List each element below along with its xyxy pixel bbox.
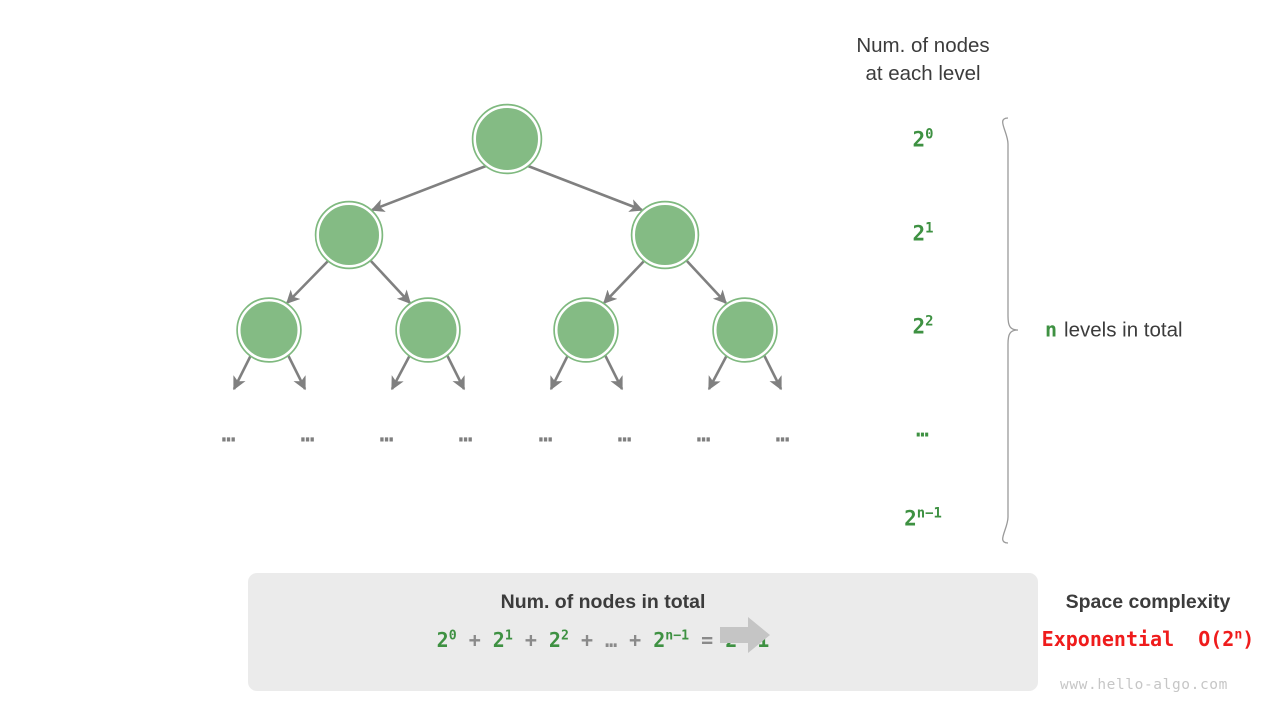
level-count-exponent: 0 <box>925 126 934 143</box>
tree-node <box>315 201 383 269</box>
formula-equals: = <box>701 628 714 653</box>
total-nodes-formula: 20 + 21 + 22 + … + 2n−1 = 2n−1 <box>258 628 948 653</box>
tree-node-root <box>472 104 542 174</box>
heading-line-1: Num. of nodes <box>856 34 990 57</box>
space-complexity-answer: Exponential O(2n) <box>1013 627 1280 652</box>
levels-variable: n <box>1045 317 1058 342</box>
tree-edges-level-1-2 <box>286 259 727 304</box>
formula-plus: + <box>580 628 594 653</box>
leaf-ellipsis: … <box>379 421 395 448</box>
leaf-ellipsis: … <box>617 421 633 448</box>
level-count-label-ellipsis: … <box>843 417 1003 442</box>
tree-nodes <box>236 103 778 363</box>
heading-line-2: at each level <box>865 62 981 86</box>
level-count-exponent: n−1 <box>916 505 942 522</box>
formula-term-4: 2n−1 <box>653 628 690 653</box>
level-count-label-last: 2n−1 <box>843 505 1003 531</box>
tree-edges-level-2-leaves <box>232 354 783 391</box>
level-count-base: … <box>916 417 930 442</box>
level-count-label-2: 22 <box>843 313 1003 339</box>
formula-plus: + <box>629 628 642 653</box>
formula-term-1: 21 <box>492 628 513 653</box>
level-count-exponent: 2 <box>925 313 934 330</box>
total-nodes-section: Num. of nodes in total 20 + 21 + 22 + … … <box>258 591 948 650</box>
level-count-exponent: 1 <box>925 220 934 237</box>
leaf-ellipsis: … <box>775 421 791 448</box>
leaf-ellipsis: … <box>221 421 237 448</box>
complexity-word: Exponential <box>1041 627 1175 652</box>
tree-edges-level-0-1 <box>370 164 644 212</box>
formula-term-0: 20 <box>436 628 457 653</box>
tree-node <box>236 297 302 363</box>
tree-node <box>395 297 461 363</box>
leaf-ellipsis: … <box>458 421 474 448</box>
space-complexity-section: Space complexity Exponential O(2n) <box>1013 591 1280 649</box>
total-nodes-title: Num. of nodes in total <box>500 591 706 613</box>
leaf-ellipsis: … <box>696 421 712 448</box>
complexity-notation: O(2n) <box>1198 627 1255 652</box>
level-count-base: 2 <box>912 314 926 339</box>
levels-brace <box>1002 117 1019 544</box>
formula-plus: + <box>468 628 481 653</box>
level-count-label-0: 20 <box>843 126 1003 152</box>
level-count-base: 2 <box>904 506 917 531</box>
site-watermark: www.hello-algo.com <box>1060 677 1228 693</box>
tree-node <box>553 297 619 363</box>
level-count-base: 2 <box>912 127 926 152</box>
formula-plus: + <box>524 628 537 653</box>
space-complexity-title: Space complexity <box>1065 591 1231 613</box>
level-count-label-1: 21 <box>843 220 1003 246</box>
levels-text: levels in total <box>1064 318 1183 342</box>
formula-term-2: 22 <box>548 628 569 653</box>
level-count-base: 2 <box>912 221 926 246</box>
leaf-ellipsis: … <box>538 421 554 448</box>
right-block-arrow-icon <box>720 617 770 653</box>
leaf-ellipsis: … <box>300 421 316 448</box>
tree-node <box>712 297 778 363</box>
nodes-per-level-heading: Num. of nodes at each level <box>790 32 1056 89</box>
tree-node <box>631 201 699 269</box>
formula-ellipsis: … <box>605 628 618 653</box>
summary-panel: Num. of nodes in total 20 + 21 + 22 + … … <box>248 573 1254 691</box>
